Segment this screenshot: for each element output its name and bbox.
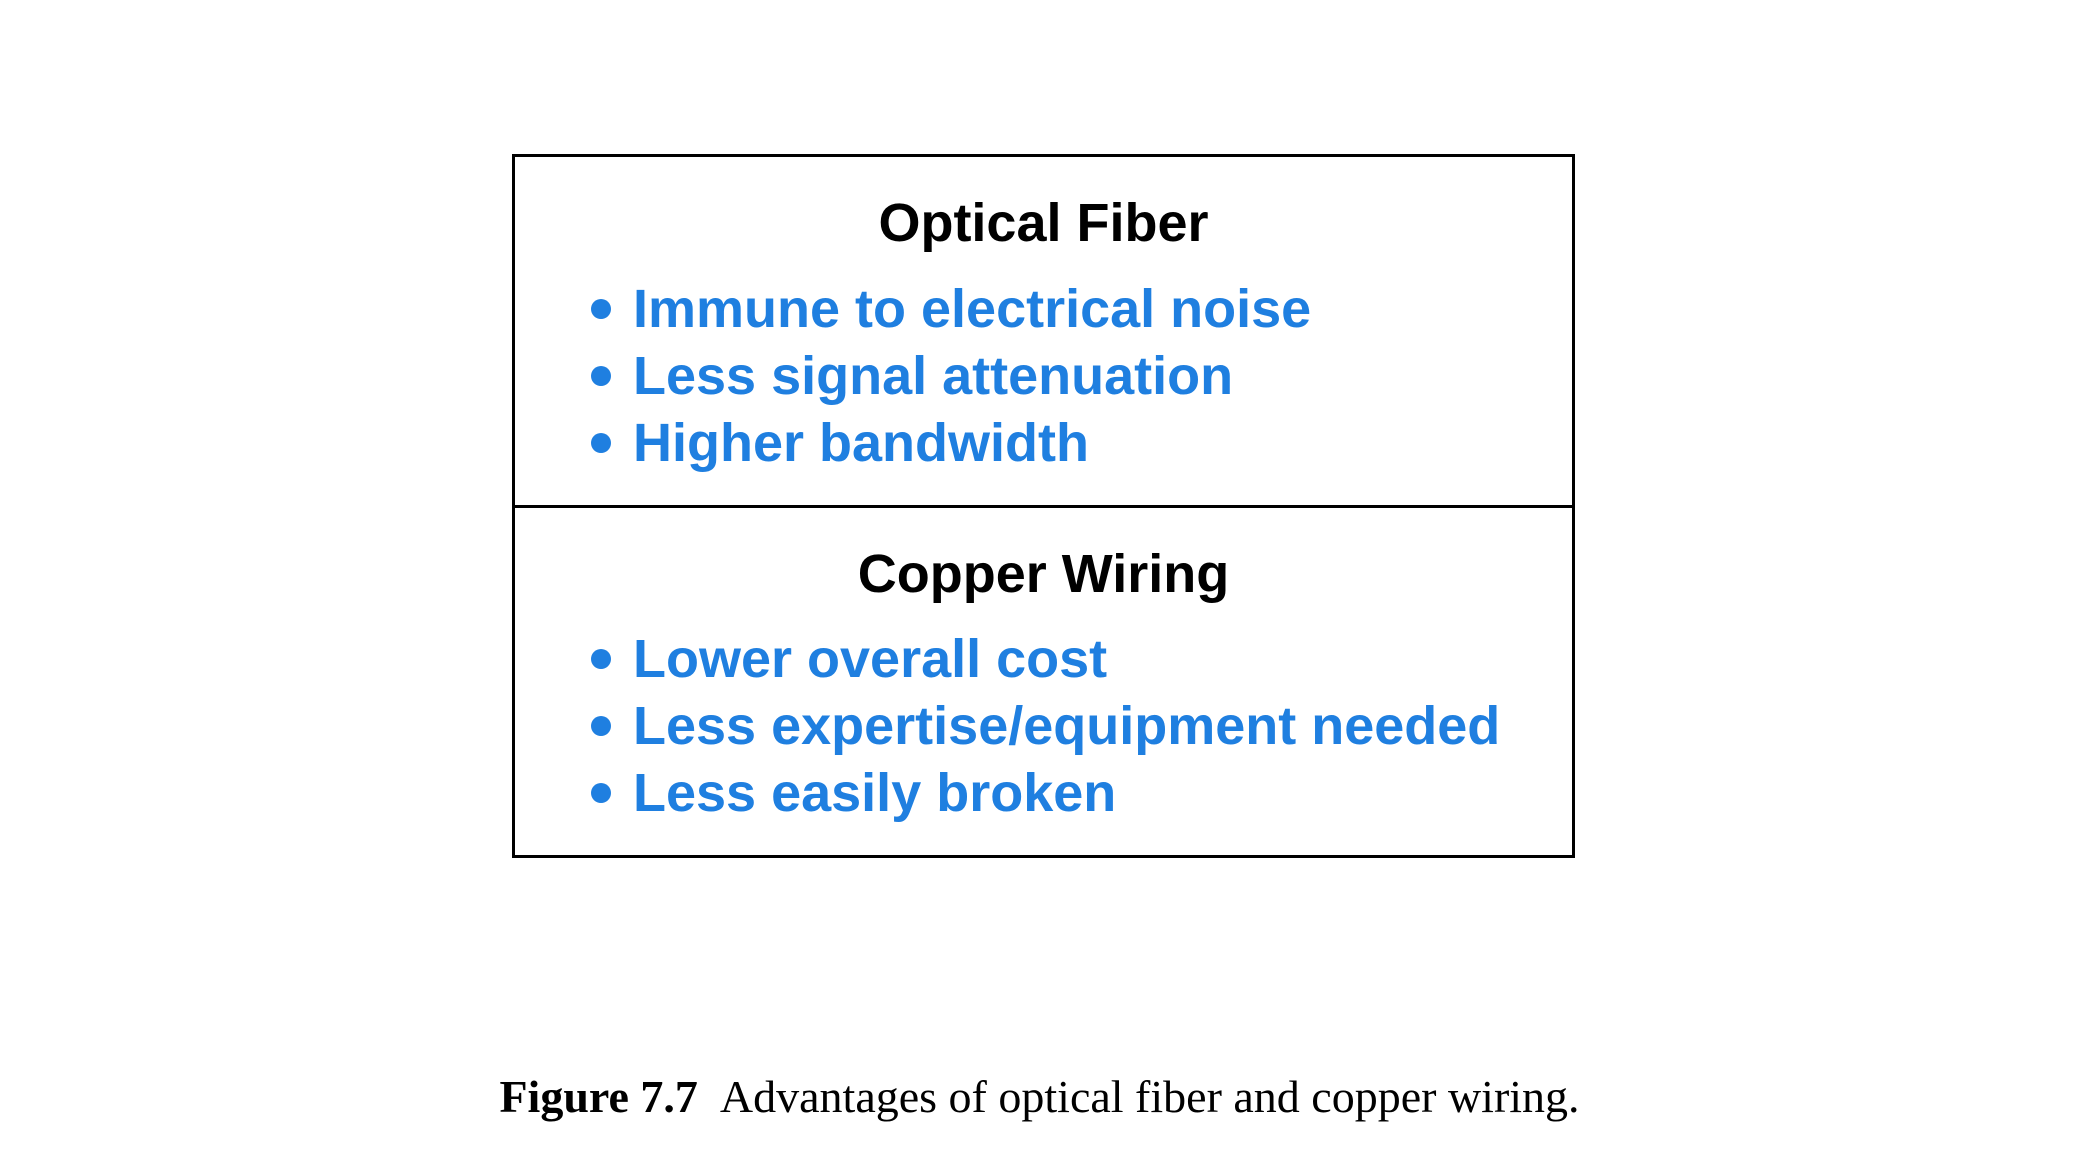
bullet-icon xyxy=(591,649,611,669)
list-item: Lower overall cost xyxy=(591,626,1500,693)
list-item: Higher bandwidth xyxy=(591,409,1311,476)
comparison-table: Optical Fiber Immune to electrical noise… xyxy=(512,154,1575,858)
bullet-icon xyxy=(591,298,611,319)
list-item: Less signal attenuation xyxy=(591,342,1311,409)
list-item: Less easily broken xyxy=(591,760,1500,827)
optical-fiber-section: Optical Fiber Immune to electrical noise… xyxy=(515,157,1572,505)
list-item-label: Less signal attenuation xyxy=(633,345,1234,406)
optical-fiber-heading: Optical Fiber xyxy=(878,193,1209,253)
bullet-icon xyxy=(591,783,611,803)
bullet-icon xyxy=(591,716,611,736)
list-item: Immune to electrical noise xyxy=(591,275,1311,342)
copper-wiring-section: Copper Wiring Lower overall cost Less ex… xyxy=(515,504,1572,856)
bullet-icon xyxy=(591,432,611,453)
figure-label: Figure 7.7 xyxy=(499,1071,698,1122)
figure-caption: Figure 7.7 Advantages of optical fiber an… xyxy=(0,1070,2079,1123)
list-item-label: Lower overall cost xyxy=(633,629,1108,689)
optical-fiber-advantages-list: Immune to electrical noise Less signal a… xyxy=(591,275,1311,476)
copper-wiring-advantages-list: Lower overall cost Less expertise/equipm… xyxy=(591,626,1500,827)
bullet-icon xyxy=(591,365,611,386)
list-item: Less expertise/equipment needed xyxy=(591,693,1500,760)
list-item-label: Immune to electrical noise xyxy=(633,278,1312,339)
caption-text: Advantages of optical fiber and copper w… xyxy=(719,1071,1580,1122)
copper-wiring-heading: Copper Wiring xyxy=(857,543,1230,604)
list-item-label: Higher bandwidth xyxy=(633,412,1089,473)
list-item-label: Less expertise/equipment needed xyxy=(633,696,1501,756)
list-item-label: Less easily broken xyxy=(633,763,1117,823)
